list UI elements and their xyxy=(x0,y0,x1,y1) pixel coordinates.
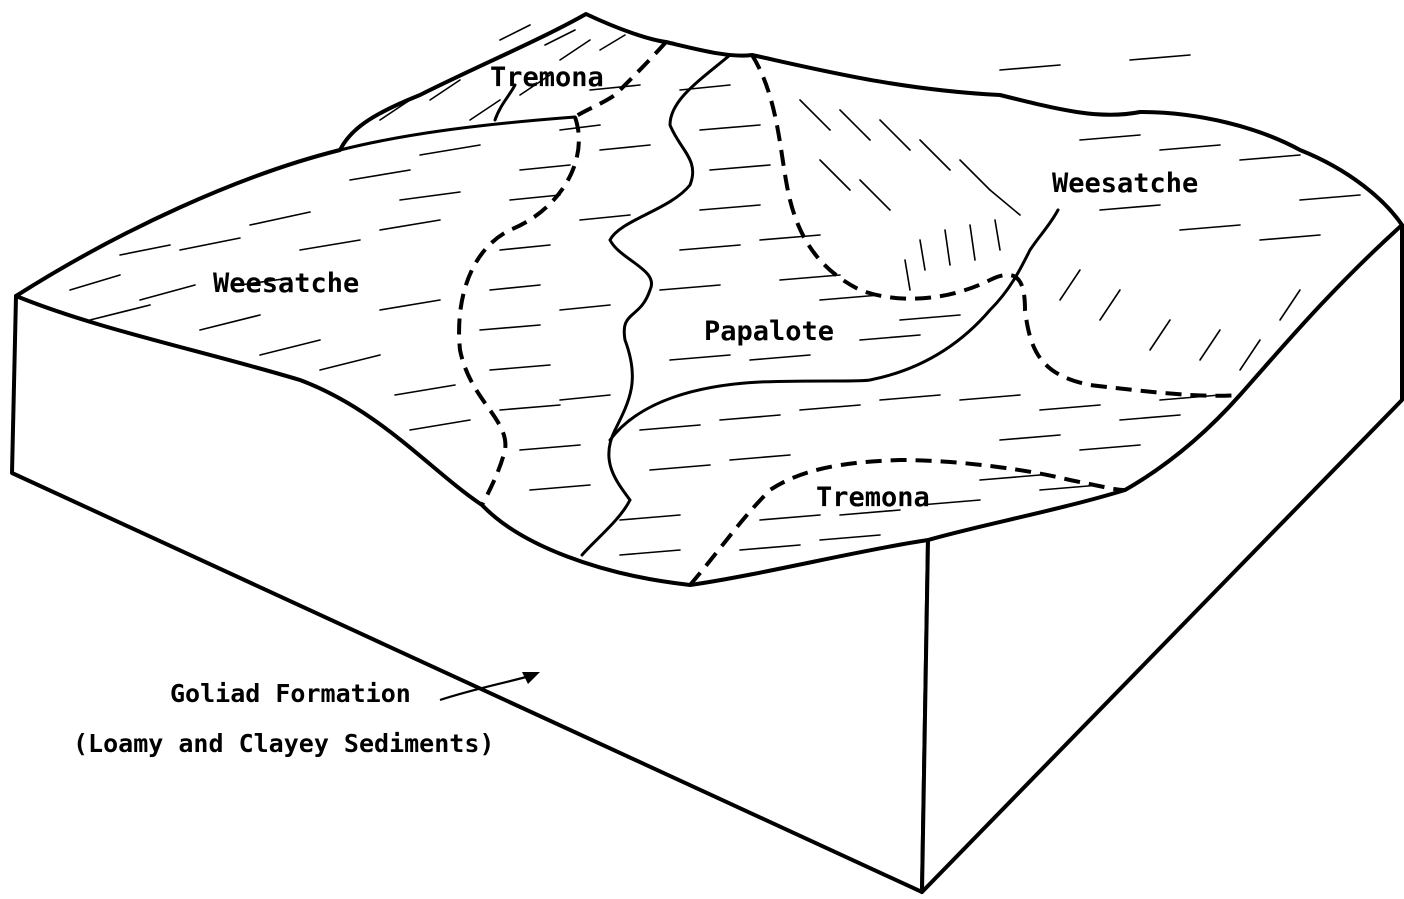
label-formation-description: (Loamy and Clayey Sediments) xyxy=(73,729,494,758)
label-weesatche-right: Weesatche xyxy=(1052,168,1198,199)
label-goliad-formation: Goliad Formation xyxy=(170,679,411,708)
label-tremona-bottom: Tremona xyxy=(816,482,930,513)
label-tremona-top: Tremona xyxy=(490,62,604,93)
label-papalote: Papalote xyxy=(704,316,834,347)
label-weesatche-left: Weesatche xyxy=(213,268,359,299)
